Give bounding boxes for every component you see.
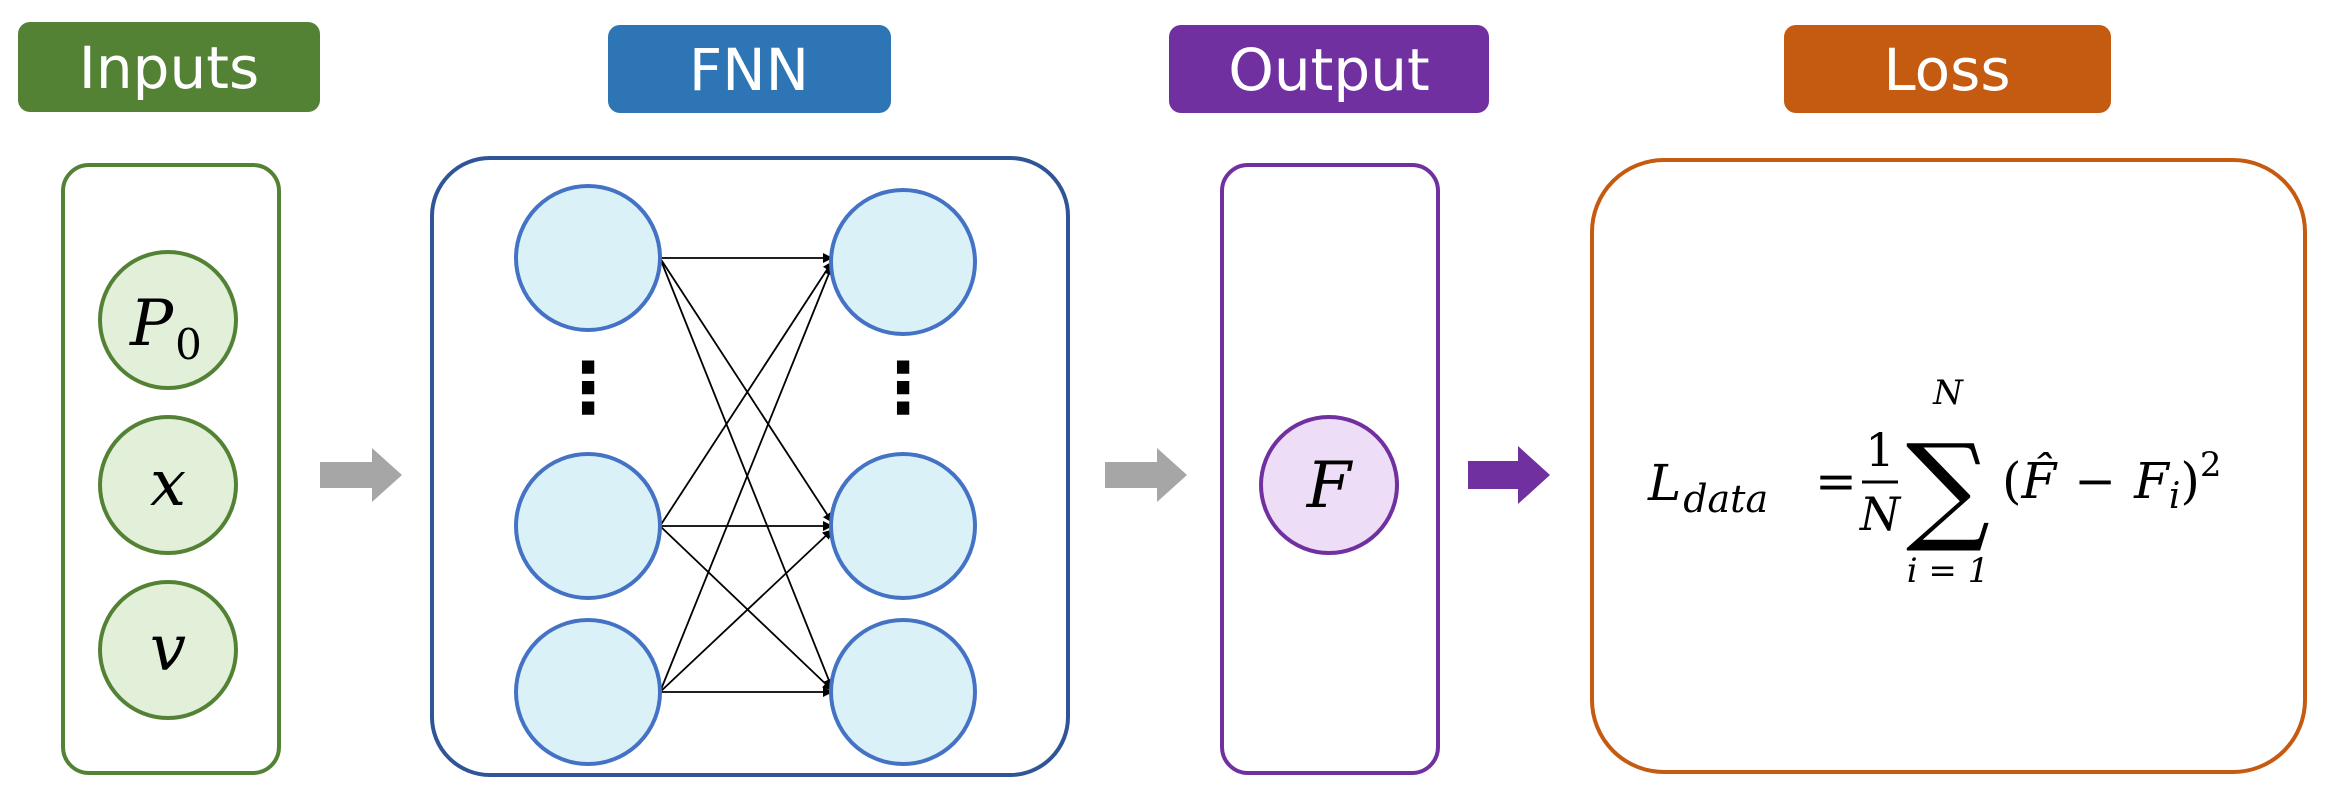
fnn-left-node-2 (514, 452, 662, 600)
formula-minus: − (2074, 452, 2116, 510)
header-output: Output (1169, 25, 1489, 113)
input-node-v (98, 580, 238, 720)
connection (659, 265, 834, 693)
header-inputs-label: Inputs (79, 34, 259, 102)
formula-fraction-denominator: N (1859, 487, 1902, 541)
formula-open-paren: ( (2002, 452, 2022, 510)
connection (659, 529, 833, 693)
formula-f-hat: F̂ (2021, 451, 2059, 510)
formula-close-paren: ) (2180, 452, 2200, 510)
input-node-p0-symbol: P0 (129, 287, 202, 369)
fnn-left-ellipsis: ⋮ (553, 347, 623, 429)
output-node-f (1259, 415, 1399, 555)
connection (659, 257, 834, 689)
input-node-p0-letter: P (129, 287, 174, 361)
fnn-left-node-1 (514, 184, 662, 332)
fnn-right-node-3 (829, 618, 977, 766)
header-fnn-label: FNN (689, 36, 809, 104)
fnn-connections (659, 253, 834, 697)
formula-lhs-letter: L (1647, 454, 1681, 512)
header-fnn-badge (608, 25, 891, 113)
fnn-left-node-3 (514, 618, 662, 766)
connection (659, 261, 833, 527)
formula-f-i-subscript: i (2169, 476, 2181, 517)
fnn-right-ellipsis: ⋮ (868, 347, 938, 429)
formula-fraction-numerator: 1 (1865, 423, 1894, 477)
formula-equals: = (1815, 452, 1857, 510)
header-inputs: Inputs (18, 22, 320, 112)
formula-body: (F̂−Fi)2 (2002, 445, 2222, 517)
fnn-panel: ⋮ ⋮ (430, 156, 1070, 777)
header-inputs-badge (18, 22, 320, 112)
loss-formula: Ldata = 1 N N ∑ i = 1 (F̂−Fi)2 (1647, 373, 2222, 591)
inputs-panel: P0 x v (61, 163, 281, 775)
input-node-p0 (98, 250, 238, 390)
header-fnn: FNN (608, 25, 891, 113)
output-panel: F (1220, 163, 1440, 775)
fnn-right-node-2 (829, 452, 977, 600)
loss-panel: Ldata = 1 N N ∑ i = 1 (F̂−Fi)2 (1590, 158, 2307, 774)
input-node-x (98, 415, 238, 555)
input-node-v-symbol: v (150, 612, 186, 686)
formula-sum-lower: i = 1 (1907, 551, 1990, 591)
formula-lhs: Ldata (1647, 454, 1768, 521)
header-output-label: Output (1228, 36, 1429, 104)
formula-sum-sign: ∑ (1906, 418, 1990, 556)
formula-lhs-subscript: data (1683, 477, 1768, 521)
header-loss-badge (1784, 25, 2111, 113)
output-node-f-symbol: F (1306, 449, 1354, 523)
loss-box (1590, 158, 2307, 774)
input-node-x-symbol: x (150, 447, 186, 521)
formula-f-i: F (2133, 452, 2171, 510)
fnn-right-node-1 (829, 188, 977, 336)
header-loss: Loss (1784, 25, 2111, 113)
connection (659, 257, 833, 523)
connection (659, 525, 833, 691)
header-loss-label: Loss (1883, 36, 2010, 104)
arrow-inputs-to-fnn (320, 448, 402, 502)
formula-sum-upper: N (1932, 373, 1964, 413)
arrow-fnn-to-output (1105, 448, 1187, 502)
formula-exponent: 2 (2200, 445, 2222, 485)
arrow-output-to-loss (1468, 446, 1550, 504)
input-node-p0-subscript: 0 (175, 320, 202, 369)
header-output-badge (1169, 25, 1489, 113)
